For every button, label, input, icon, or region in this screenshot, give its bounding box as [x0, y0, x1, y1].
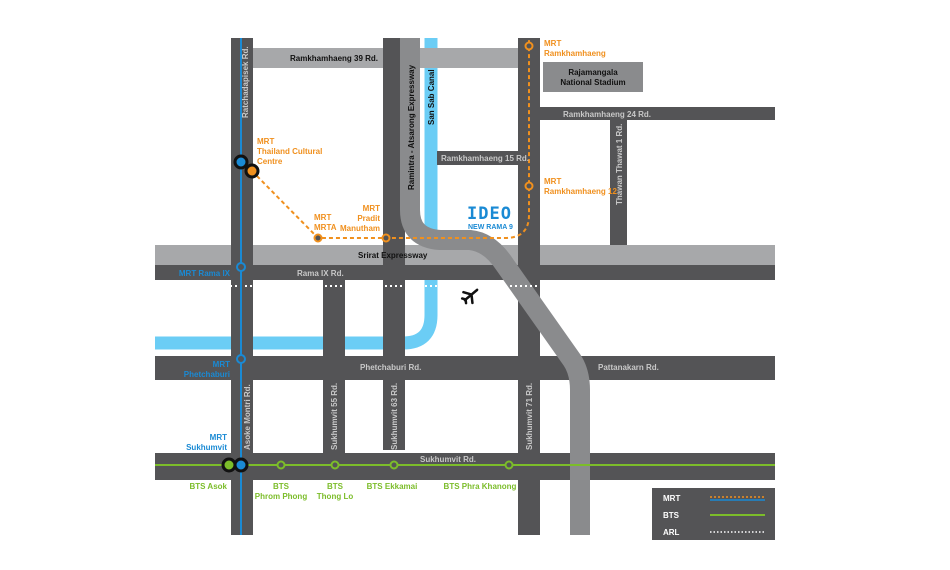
legend-label-mrt: MRT — [663, 494, 680, 503]
label-bts-ekkamai: BTS Ekkamai — [367, 482, 418, 491]
label-ramkhamhaeng-39: Ramkhamhaeng 39 Rd. — [290, 54, 378, 63]
label-pattanakarn: Pattanakarn Rd. — [598, 363, 659, 372]
label-mrt-ram12-2: Ramkhamhaeng 12 — [544, 187, 617, 196]
station-mrt-sukhumvit[interactable] — [233, 457, 249, 473]
label-srirat: Srirat Expressway — [358, 251, 428, 260]
label-phetchaburi: Phetchaburi Rd. — [360, 363, 421, 372]
label-mrt-ram-2: Ramkhamhaeng — [544, 49, 606, 58]
station-mrt-tcc-blue[interactable] — [233, 154, 249, 170]
station-mrt-rama9[interactable] — [236, 262, 246, 272]
station-bts-phrom[interactable] — [276, 460, 286, 470]
label-sukhumvit: Sukhumvit Rd. — [420, 455, 476, 464]
label-mrt-pradit-1: MRT — [363, 204, 380, 213]
label-mrt-pradit-2: Pradit — [357, 214, 380, 223]
brand-subtitle: NEW RAMA 9 — [468, 224, 513, 231]
station-mrt-mrta[interactable] — [313, 233, 323, 243]
sukhumvit-road — [155, 453, 775, 480]
ramintra-expressway — [400, 38, 590, 535]
label-mrt-phet-2: Phetchaburi — [184, 370, 230, 379]
label-mrt-tcc-1: MRT — [257, 137, 274, 146]
legend-label-arl: ARL — [663, 528, 680, 537]
station-mrt-phet[interactable] — [236, 354, 246, 364]
ramkhamhaeng-24-road — [540, 107, 775, 120]
label-san-sab: San Sab Canal — [427, 69, 436, 125]
label-bts-phrom-1: BTS — [273, 482, 290, 491]
label-ramintra: Ramintra - Atsarong Expressway — [407, 64, 416, 190]
label-rama9: Rama IX Rd. — [297, 269, 344, 278]
rama-ix-road — [155, 265, 775, 280]
label-thawan: Thawan Thawat 1 Rd. — [615, 124, 624, 205]
label-mrt-ram12-1: MRT — [544, 177, 561, 186]
svg-text:IDEO: IDEO — [467, 204, 512, 224]
station-bts-ekkamai[interactable] — [389, 460, 399, 470]
thawan-thawat-road — [610, 118, 627, 245]
srirat-expressway — [155, 245, 775, 265]
label-mrt-phet-1: MRT — [213, 360, 230, 369]
label-mrt-tcc-2: Thailand Cultural — [257, 147, 322, 156]
ramkhamhaeng-15-road — [437, 151, 518, 165]
label-mrt-tcc-3: Centre — [257, 157, 283, 166]
label-stadium-2: National Stadium — [560, 78, 625, 87]
phetchaburi-road — [155, 356, 775, 380]
label-ratchadapisek: Ratchadapisek Rd. — [241, 46, 250, 118]
legend-label-bts: BTS — [663, 511, 680, 520]
label-bts-thong-2: Thong Lo — [317, 492, 354, 501]
legend: MRT BTS ARL — [652, 488, 775, 540]
label-mrt-mrta-2: MRTA — [314, 223, 337, 232]
label-mrt-rama9: MRT Rama IX — [179, 269, 231, 278]
airplane-icon — [460, 288, 479, 305]
station-bts-asok[interactable] — [221, 457, 237, 473]
station-mrt-ram[interactable] — [524, 41, 534, 51]
station-mrt-pradit[interactable] — [381, 233, 391, 243]
station-bts-phra[interactable] — [504, 460, 514, 470]
label-ramkhamhaeng-15: Ramkhamhaeng 15 Rd. — [441, 154, 529, 163]
label-bts-phrom-2: Phrom Phong — [255, 492, 308, 501]
stadium-block — [543, 62, 643, 92]
label-ramkhamhaeng-24: Ramkhamhaeng 24 Rd. — [563, 110, 651, 119]
label-suk63: Sukhumvit 63 Rd. — [390, 383, 399, 450]
label-mrt-ram-1: MRT — [544, 39, 561, 48]
label-mrt-suk-1: MRT — [210, 433, 227, 442]
ideo-logo: IDEO NEW RAMA 9 — [467, 204, 513, 231]
station-bts-thong[interactable] — [330, 460, 340, 470]
label-bts-thong-1: BTS — [327, 482, 344, 491]
label-mrt-pradit-3: Manutham — [340, 224, 380, 233]
label-asoke: Asoke Montri Rd. — [243, 384, 252, 450]
station-mrt-tcc-orange[interactable] — [244, 163, 260, 179]
label-bts-asok: BTS Asok — [190, 482, 228, 491]
label-stadium-1: Rajamangala — [568, 68, 618, 77]
label-mrt-suk-2: Sukhumvit — [186, 443, 227, 452]
label-suk71: Sukhumvit 71 Rd. — [525, 383, 534, 450]
label-mrt-mrta-1: MRT — [314, 213, 331, 222]
mrt-orange-line — [251, 40, 530, 239]
station-mrt-ram12[interactable] — [524, 181, 534, 191]
label-suk55: Sukhumvit 55 Rd. — [330, 383, 339, 450]
label-bts-phra: BTS Phra Khanong — [444, 482, 517, 491]
road-vertical-mid — [383, 38, 405, 450]
